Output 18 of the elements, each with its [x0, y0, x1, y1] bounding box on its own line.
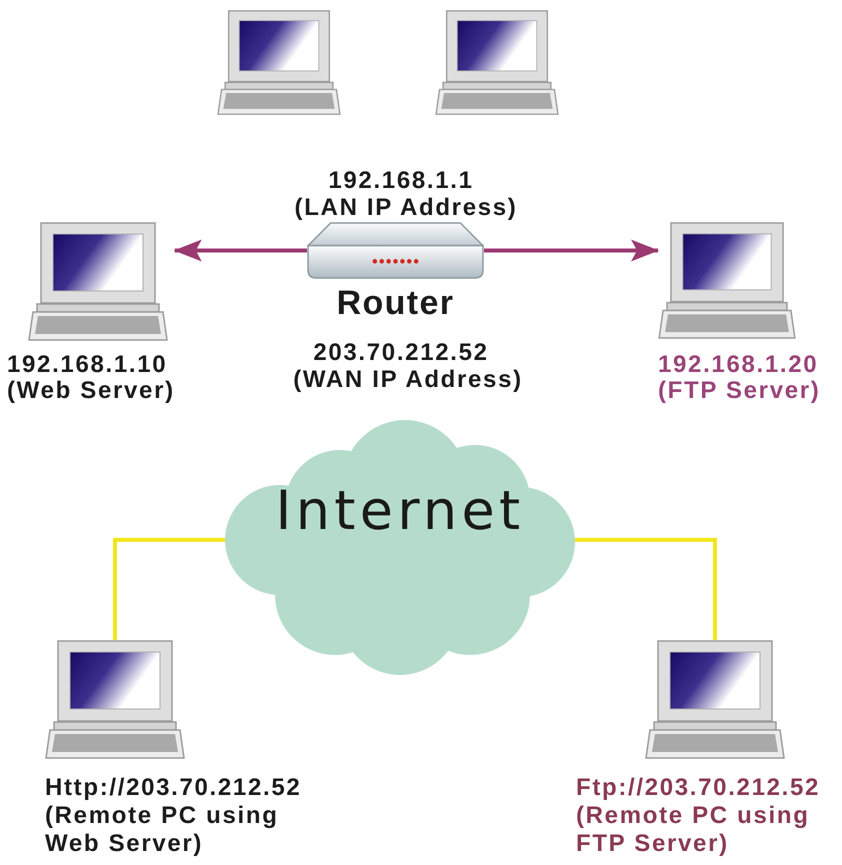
device-caption: (Remote PC using FTP Server)	[576, 802, 811, 858]
device-caption: (Web Server)	[7, 378, 175, 404]
device-caption: Http://203.70.212.52	[45, 774, 302, 802]
address-caption: 192.168.1.1	[328, 168, 474, 194]
address-caption: (WAN IP Address)	[293, 367, 523, 393]
arrow	[174, 240, 307, 262]
address-caption: (LAN IP Address)	[294, 195, 518, 221]
device-caption: 192.168.1.10	[7, 352, 168, 378]
connector-line	[575, 538, 717, 640]
device-caption: (FTP Server)	[658, 378, 820, 404]
device-caption: (Remote PC using Web Server)	[45, 802, 280, 858]
connector-line	[113, 538, 225, 640]
device-name: Router	[336, 286, 454, 320]
cloud-label: Internet	[276, 484, 524, 538]
device-caption: Ftp://203.70.212.52	[576, 774, 820, 802]
device-caption: 192.168.1.20	[658, 352, 818, 378]
arrow	[484, 240, 659, 262]
address-caption: 203.70.212.52	[313, 340, 489, 366]
